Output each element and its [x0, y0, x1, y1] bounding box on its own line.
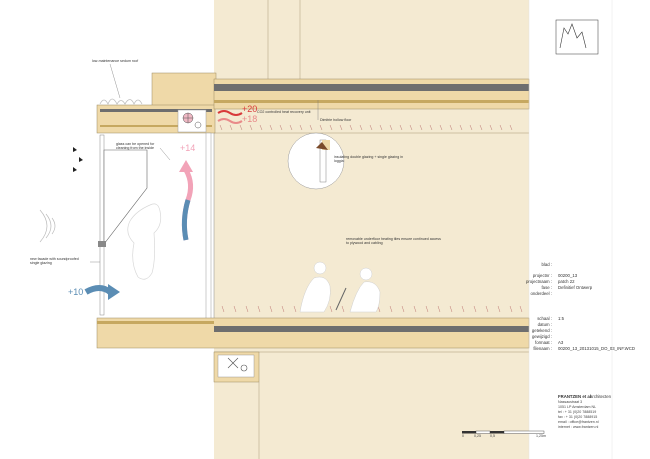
- temp-loggia: +14: [180, 143, 196, 153]
- new-facade-label: new facade with soundproofed single glaz…: [30, 257, 79, 266]
- tb-label-projectnr: projectnr :: [532, 273, 552, 278]
- scale-label-125: 1,25m: [536, 434, 546, 438]
- tb-value-formaat: A3: [558, 340, 564, 345]
- firm-address-4: fax : + 31 (0)20 7888915: [558, 415, 598, 419]
- tb-value-filenaam: 00200_13_20131015_DO_03_INF.WCD: [558, 346, 635, 351]
- tb-label-blad: blad :: [541, 262, 552, 267]
- tb-label-filenaam: filenaam :: [533, 346, 552, 351]
- upper-floor-slab: [213, 78, 530, 110]
- interior-space: [214, 0, 529, 459]
- firm-address-1: Nassaustraat 3: [558, 400, 583, 404]
- inner-glazing: [205, 132, 212, 320]
- tb-value-schaal: 1:5: [558, 316, 564, 321]
- roof-parapet: [151, 72, 217, 107]
- tb-label-onderdeel: onderdeel :: [530, 291, 552, 296]
- scale-label-025: 0,25: [474, 434, 481, 438]
- sound-icon: [39, 209, 56, 243]
- tb-value-projectnr: 00200_13: [558, 273, 578, 278]
- tb-label-getekend: getekend :: [531, 328, 552, 333]
- firm-subtitle: architecten: [590, 394, 612, 399]
- tb-label-projectnaam: projectnaam :: [525, 279, 552, 284]
- temp-outside: +10: [68, 287, 84, 297]
- pry-bar: [335, 287, 347, 311]
- workers-figures: [299, 261, 381, 313]
- dark-layer-top: [214, 84, 529, 91]
- firm-address-5: email : office@frantzen.nl: [558, 420, 599, 424]
- sedum-plants: [99, 98, 143, 105]
- firm-name: FRANTZEN et al: [558, 394, 591, 399]
- insulating-glazing-label: insulating double glazing + single glazi…: [334, 155, 404, 164]
- firm-address-3: tel : + 31 (0)20 7888519: [558, 410, 597, 414]
- tb-label-datum: datum :: [537, 322, 552, 327]
- scale-label-0: 0: [462, 434, 464, 438]
- tb-label-gewijzigd: gewijzigd :: [531, 334, 552, 339]
- logo: [555, 19, 599, 55]
- firm-address-2: 1051 LP Amsterdam NL: [558, 405, 597, 409]
- scale-label-05: 0,5: [490, 434, 495, 438]
- dark-layer-bottom: [214, 326, 529, 332]
- tb-value-projectnaam: patch 22: [558, 279, 575, 284]
- hollow-floor-hatch: [219, 124, 513, 131]
- tb-label-fase: fase :: [541, 285, 552, 290]
- tb-label-schaal: schaal :: [537, 316, 552, 321]
- warm-arrow-20: [217, 110, 243, 116]
- tb-label-formaat: formaat :: [535, 340, 552, 345]
- temp-supply-warm: +20: [242, 104, 258, 114]
- scale-bar: [462, 430, 545, 434]
- tb-value-fase: Definitief Ontwerp: [558, 285, 593, 290]
- rain-drops: [73, 147, 83, 172]
- opening-window: [103, 149, 148, 245]
- warm-arrow-18: [217, 118, 243, 124]
- person-loggia: [127, 203, 162, 280]
- temp-supply-cool: +18: [242, 114, 258, 124]
- underfloor-heating-label: removable underfloor heating tiles ensur…: [346, 237, 441, 246]
- hollow-floor-label: Dimitrie hollow floor: [320, 118, 352, 122]
- firm-address-6: internet : www.frantzen.nl: [558, 425, 599, 429]
- glass-cleaning-label: glass can be opened for cleaning from th…: [116, 142, 155, 151]
- sedum-roof-label: low-maintenance sedum roof: [92, 59, 139, 63]
- heat-recovery-label: CO2 controlled heat recovery unit: [257, 110, 311, 114]
- outside-air-arrow: [84, 285, 112, 295]
